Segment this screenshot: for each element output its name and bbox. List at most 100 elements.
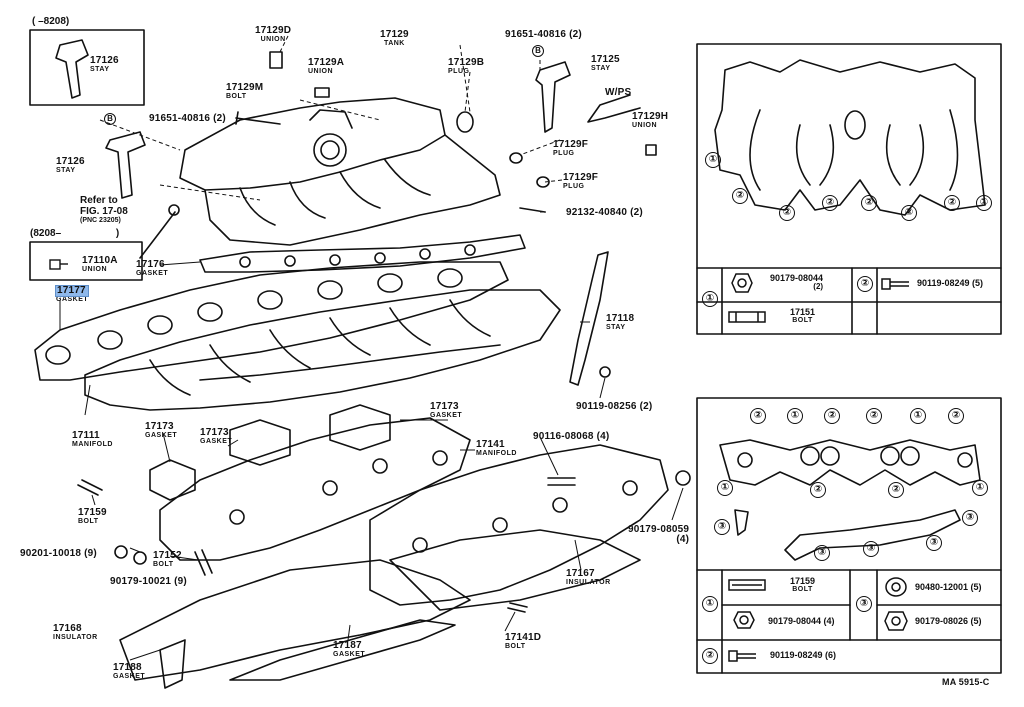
washer-icon — [885, 577, 907, 597]
heat-shield-strip — [784, 509, 961, 561]
stay-17125-shape — [535, 61, 571, 133]
callout-1: ① — [910, 408, 926, 424]
exhaust-manifold-right — [369, 444, 669, 606]
table-top-part-90179-08044: 90179-08044 (2) — [770, 273, 824, 291]
exhaust-manifold-left — [159, 417, 471, 561]
gasket-outline-bottom-panel — [719, 439, 981, 486]
plug-17129b-shape — [456, 111, 474, 133]
inset-box-mid — [29, 241, 143, 281]
callout-3: ③ — [714, 519, 730, 535]
refer-note: Refer to FIG. 17-08 (PNC 23205) — [80, 195, 128, 224]
gasket-port — [957, 452, 973, 468]
surge-tank-lower — [204, 134, 501, 246]
nut-icon — [884, 611, 908, 631]
b-marker-left: B — [104, 113, 116, 125]
stay-17126-shape — [105, 131, 146, 199]
inset-range-mid: (8208– ) — [30, 228, 120, 239]
gasket-runner-lines — [795, 124, 925, 186]
gasket-17173-right — [329, 404, 391, 451]
washer-90201-shape — [114, 545, 128, 559]
callout-3: ③ — [814, 545, 830, 561]
union-17110a-icon — [49, 259, 68, 270]
union-17129d-shape — [269, 51, 283, 69]
callout-3: ③ — [926, 535, 942, 551]
refer-arrow — [139, 211, 176, 259]
label-90179-10021: 90179-10021 (9) — [110, 576, 187, 587]
wps-arrow — [587, 94, 641, 123]
callout-3: ③ — [863, 541, 879, 557]
surge-tank-17129 — [179, 97, 446, 191]
table-top-key-1: ① — [702, 291, 718, 307]
callout-2: ② — [944, 195, 960, 211]
panel-bottom-right — [696, 397, 1002, 674]
diagram-code: MA 5915-C — [942, 677, 990, 687]
tank-runners — [239, 159, 431, 226]
gasket-17188-shape — [159, 639, 186, 689]
table-bottom-key-2: ② — [702, 648, 718, 664]
table-top-part-90119-08249: 90119-08249 (5) — [917, 278, 984, 288]
callout-1: ① — [705, 152, 721, 168]
callout-2: ② — [732, 188, 748, 204]
gasket-runner-outer — [749, 109, 959, 191]
callout-2: ② — [810, 482, 826, 498]
label-90116: 90116-08068 (4) — [533, 431, 610, 442]
gasket-17187-shape — [229, 619, 456, 681]
plug-17129f-shape — [509, 152, 523, 164]
callout-3: ③ — [962, 510, 978, 526]
bolt-17159-icon — [728, 579, 766, 591]
callout-1: ① — [717, 480, 733, 496]
gasket-17173-mid — [229, 419, 291, 466]
nut-icon — [733, 611, 755, 629]
inset-box-top — [29, 29, 145, 106]
table-bottom-part-90480-12001: 90480-12001 (5) — [915, 582, 982, 592]
gasket-17176-shape — [199, 234, 526, 273]
bolt-90119-shape — [599, 366, 611, 378]
gasket-port — [844, 110, 866, 140]
nut-90179-shape — [133, 551, 147, 565]
gasket-17173-left — [149, 459, 196, 501]
callout-1: ① — [972, 480, 988, 496]
callout-2: ② — [866, 408, 882, 424]
table-bottom-key-1: ① — [702, 596, 718, 612]
table-bottom-part-90119-08249: 90119-08249 (6) — [770, 650, 837, 660]
callout-1: ① — [976, 195, 992, 211]
label-91651-left: 91651-40816 (2) — [149, 113, 226, 124]
union-17129a-shape — [314, 87, 330, 98]
panel-top-right — [696, 43, 1002, 335]
intake-manifold-17111 — [84, 289, 561, 411]
callout-2: ② — [888, 482, 904, 498]
plug-17129f-shape — [536, 176, 550, 188]
label-92132: 92132-40840 (2) — [566, 207, 643, 218]
gasket-port — [900, 446, 920, 466]
gasket-port — [820, 446, 840, 466]
label-17126-inset: 17126 STAY — [90, 55, 119, 74]
callout-2: ② — [750, 408, 766, 424]
bolt-icon — [728, 650, 756, 662]
callout-2: ② — [822, 195, 838, 211]
gasket-port — [737, 452, 753, 468]
insulator-17167-shape — [389, 529, 641, 611]
label-90119-08256: 90119-08256 (2) — [576, 401, 653, 412]
gasket-port — [800, 446, 820, 466]
gasket-port — [880, 446, 900, 466]
union-17129h-shape — [645, 144, 657, 156]
